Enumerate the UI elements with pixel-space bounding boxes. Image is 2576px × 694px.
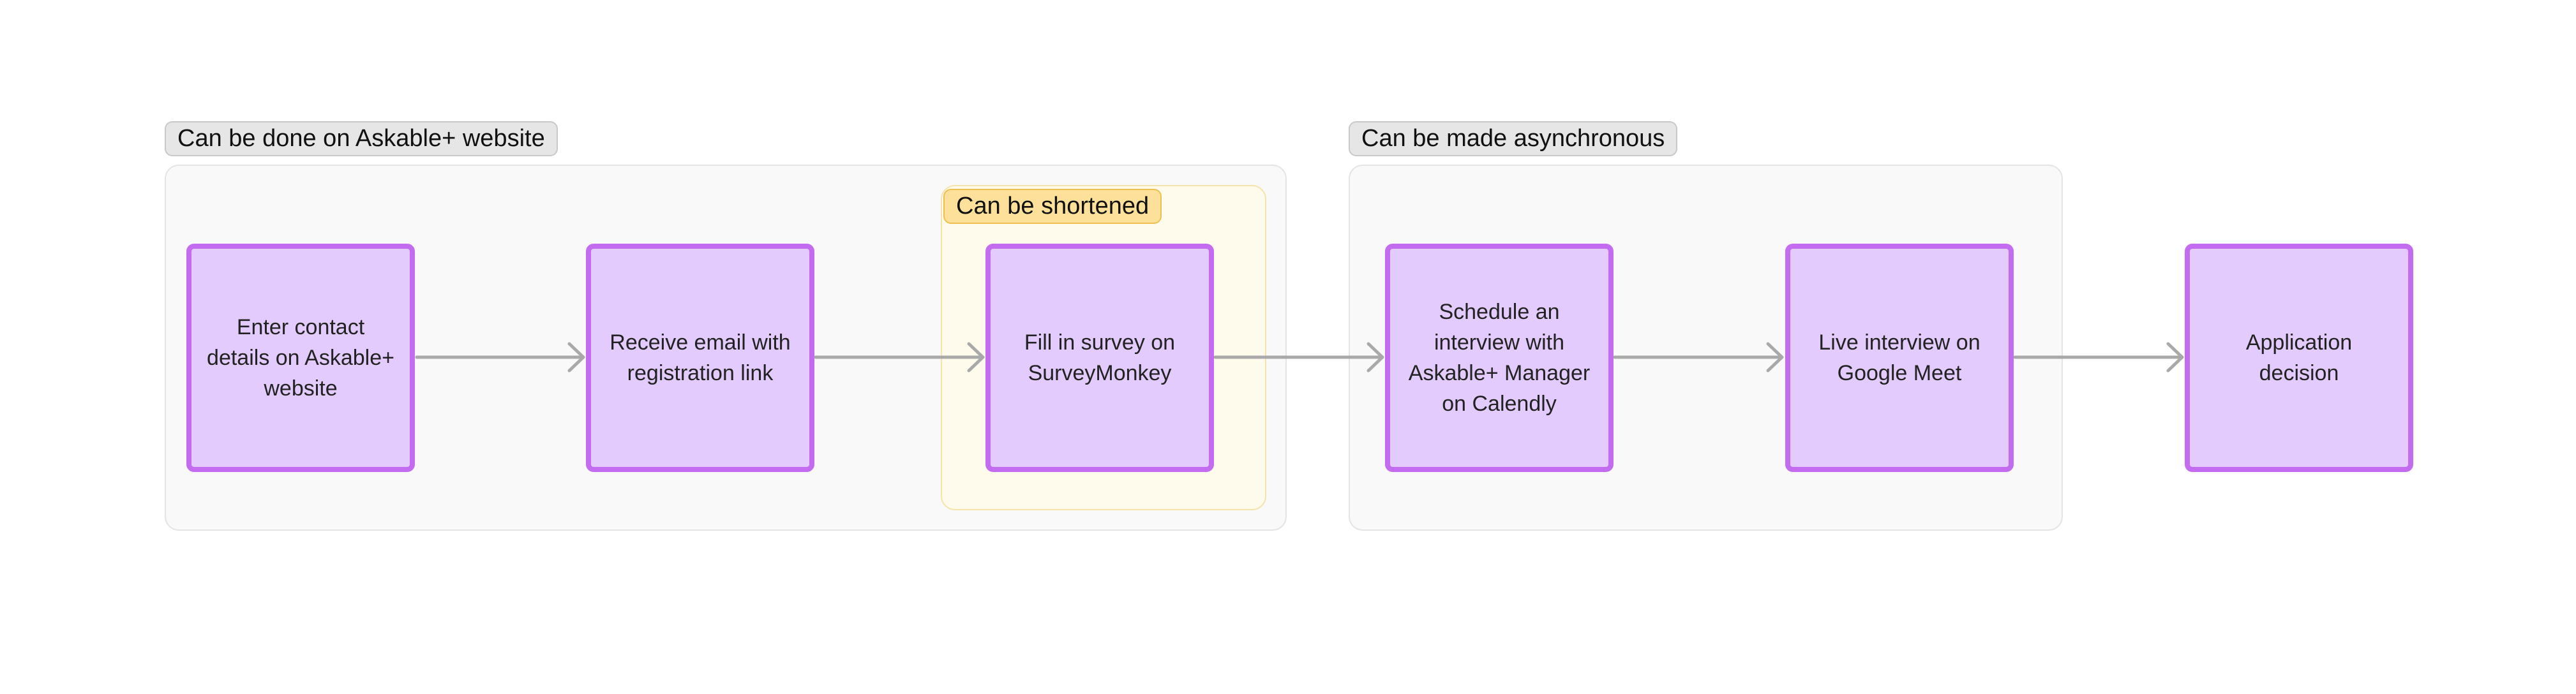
group-async-label: Can be made asynchronous	[1349, 121, 1678, 156]
step-fill-survey: Fill in survey on SurveyMonkey	[985, 244, 1214, 472]
step-live-interview: Live interview on Google Meet	[1785, 244, 2014, 472]
step-receive-email: Receive email with registration link	[586, 244, 814, 472]
step-schedule-interview: Schedule an interview with Askable+ Mana…	[1385, 244, 1614, 472]
step-application-decision: Application decision	[2185, 244, 2413, 472]
group-shorten-label: Can be shortened	[943, 189, 1162, 224]
step-enter-contact-details: Enter contact details on Askable+ websit…	[186, 244, 415, 472]
arrowhead-receive	[567, 342, 585, 373]
arrowhead-schedule	[1367, 342, 1384, 373]
group-website-label: Can be done on Askable+ website	[165, 121, 558, 156]
arrowhead-live	[1766, 342, 1784, 373]
arrowhead-survey	[967, 342, 985, 373]
arrowhead-decision	[2166, 342, 2184, 373]
